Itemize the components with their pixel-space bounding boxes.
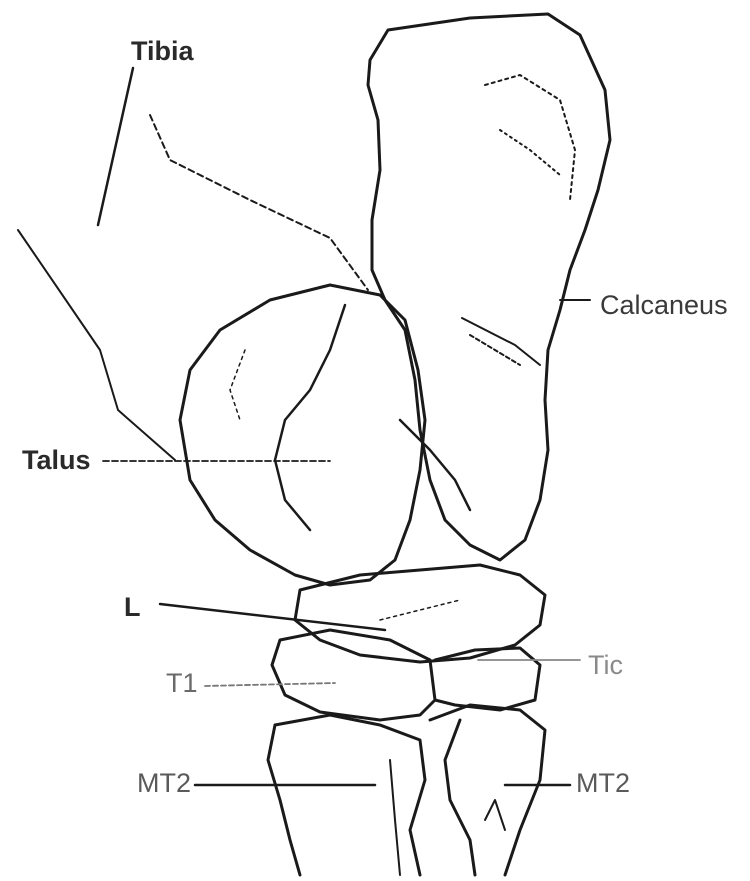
label-mt-left: MT2 — [137, 770, 191, 797]
label-tic: Tic — [588, 652, 623, 679]
label-talus: Talus — [22, 447, 91, 474]
l-leader — [160, 604, 385, 630]
tibia-leader-lines — [18, 68, 368, 460]
label-mt-right: MT2 — [576, 770, 630, 797]
metatarsal-bones — [268, 705, 545, 875]
label-tibia: Tibia — [131, 38, 194, 65]
calcaneus-bone — [368, 14, 610, 560]
label-t1: T1 — [166, 670, 198, 697]
label-l: L — [124, 594, 141, 621]
talus-bone — [180, 285, 470, 585]
label-calcaneus: Calcaneus — [600, 292, 728, 319]
t1-leader — [205, 683, 335, 686]
